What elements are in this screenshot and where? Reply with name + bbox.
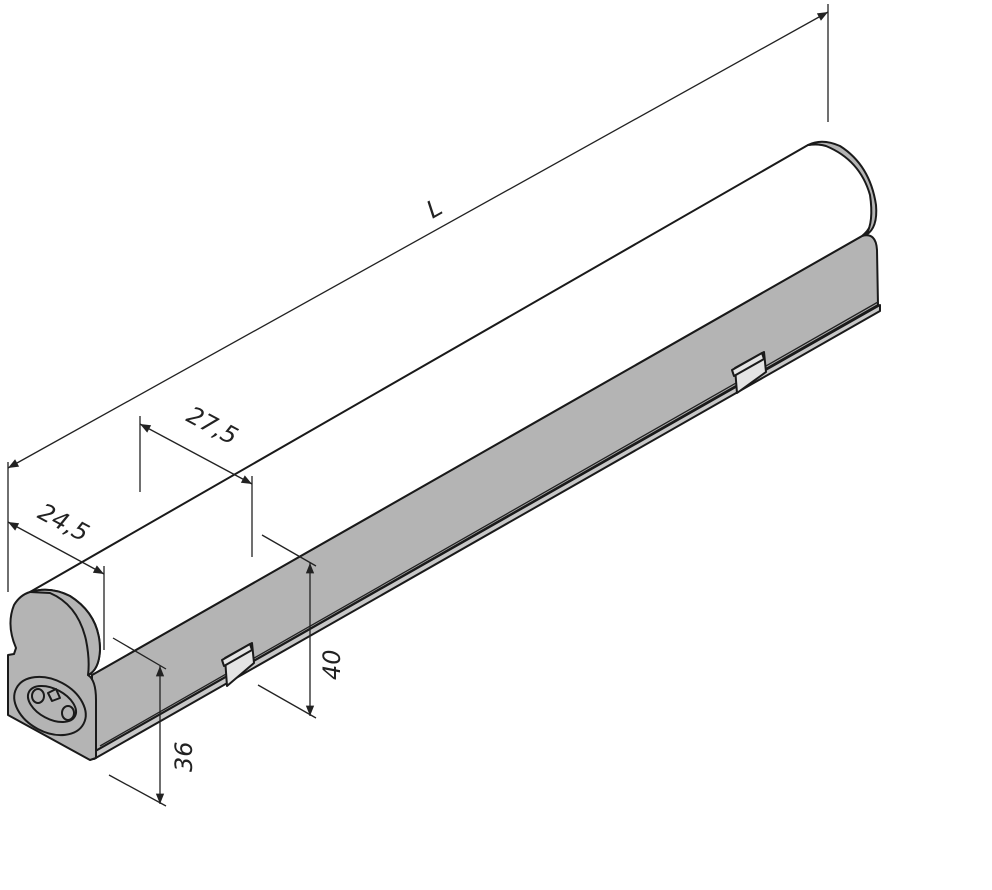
dimension-label-height-end: 36 (170, 741, 198, 772)
dimension-label-width-top: 27,5 (182, 401, 242, 451)
dimension-label-height-body: 40 (318, 649, 346, 680)
pin-hole-icon (31, 688, 45, 704)
diffuser-tube (29, 140, 878, 676)
dimension-height-end: 36 (108, 637, 198, 807)
dimension-height-body: 40 (257, 534, 346, 719)
mounting-clip (221, 642, 255, 687)
pin-hole-icon (61, 705, 75, 721)
dimension-label-length: L (422, 193, 447, 224)
left-end-cap (7, 588, 101, 761)
